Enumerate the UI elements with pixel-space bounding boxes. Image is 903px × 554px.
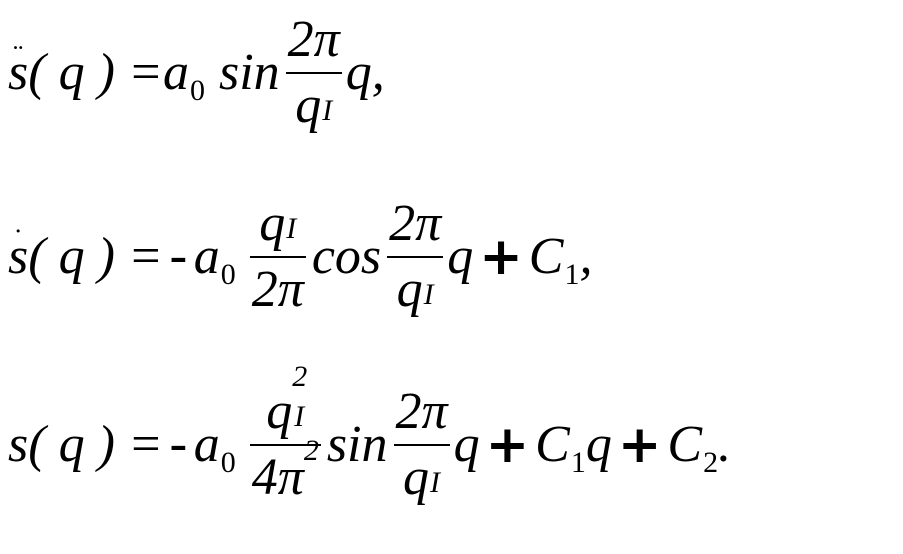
constant-C1: C [535,416,570,473]
end-punct: . [718,416,732,473]
minus-sign: - [168,415,188,475]
q: q [453,416,480,473]
coef-a: a [193,228,220,285]
equation-acceleration: s ( q ) = a0 sin 2π qI q, [8,14,385,132]
constant-C-sub: 1 [564,258,580,291]
s-ddot: s [8,47,28,99]
frac-bar [249,256,306,258]
q: q [585,416,612,473]
constant-C2: C [667,416,703,473]
frac-numerator: 2π [389,195,442,252]
plus-sign: + [485,415,530,475]
plus-sign: + [479,227,523,287]
constant-C1-sub: 1 [570,446,586,479]
plus-sign: + [617,415,662,475]
coef-sub: 0 [220,258,236,291]
lhs-arg: ( q ) = [28,228,163,285]
lhs-arg: ( q ) = [28,416,163,473]
func-cos: cos [311,228,382,285]
constant-C: C [528,228,564,285]
s: s [8,416,29,473]
coef-a: a [193,416,220,473]
func-sin: sin [218,44,280,101]
coef-a: a [162,44,189,101]
end-punct: , [579,228,593,285]
frac-bar [387,256,444,258]
frac-bar [285,72,342,74]
coef-sub: 0 [189,74,205,107]
minus-sign: - [168,227,188,287]
tail: q, [345,44,385,101]
func-sin: sin [326,416,388,473]
lhs-arg: ( q ) = [28,44,163,101]
frac-bar [249,444,321,446]
q: q [447,228,474,285]
coef-sub: 0 [220,446,236,479]
frac-denominator: 2π [251,261,304,318]
frac-bar [393,444,450,446]
equation-velocity: s ( q ) = - a0 qI 2π cos 2π qI q + C1 , [8,198,592,316]
frac-numerator: 2π [395,383,448,440]
constant-C2-sub: 2 [703,446,719,479]
s-dot: s [8,231,28,283]
frac-numerator: 2π [287,11,340,68]
